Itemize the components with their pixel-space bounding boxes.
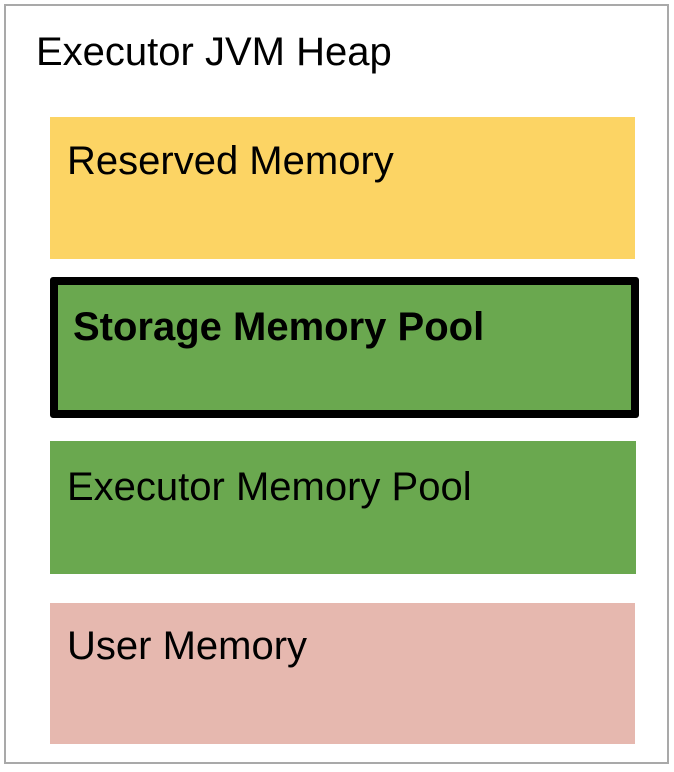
block-label-user-memory: User Memory [67,624,308,668]
block-reserved-memory: Reserved Memory [50,117,635,259]
block-storage-memory-pool: Storage Memory Pool [50,277,639,418]
block-label-reserved-memory: Reserved Memory [67,139,394,183]
executor-jvm-heap-frame: Executor JVM Heap Reserved Memory Storag… [4,4,669,764]
block-user-memory: User Memory [50,603,635,744]
block-label-executor-memory-pool: Executor Memory Pool [67,465,472,509]
block-executor-memory-pool: Executor Memory Pool [50,441,636,574]
diagram-title: Executor JVM Heap [36,30,392,74]
block-label-storage-memory-pool: Storage Memory Pool [73,305,485,349]
